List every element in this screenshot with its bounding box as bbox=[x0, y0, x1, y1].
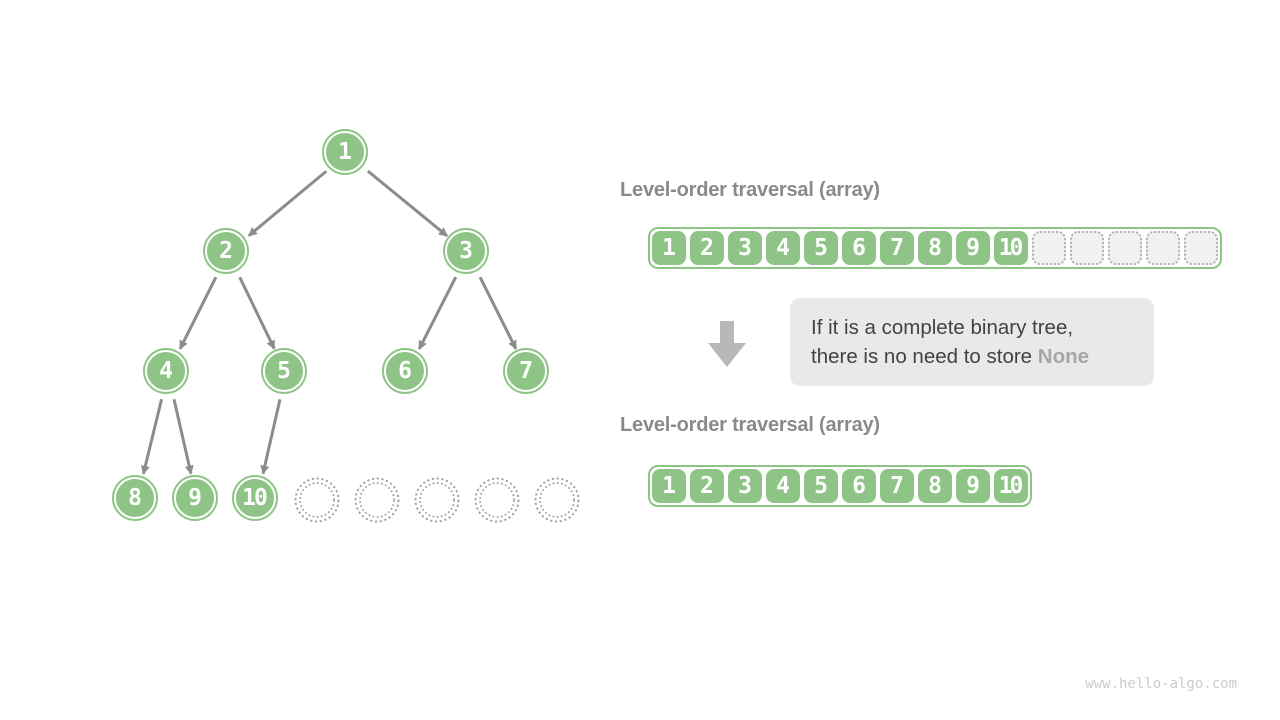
tree-edge bbox=[140, 398, 164, 475]
array-cell: 10 bbox=[994, 231, 1028, 265]
array-cell: 5 bbox=[804, 231, 838, 265]
tree-edge bbox=[178, 276, 218, 350]
note-box: If it is a complete binary tree, there i… bbox=[790, 298, 1154, 386]
tree-node: 9 bbox=[172, 475, 218, 521]
array-cell: 6 bbox=[842, 469, 876, 503]
tree-empty-nodes bbox=[294, 477, 580, 523]
tree-empty-node bbox=[414, 477, 460, 523]
tree-edge bbox=[260, 398, 282, 475]
array-cell: 2 bbox=[690, 231, 724, 265]
array-cell: 3 bbox=[728, 231, 762, 265]
array-cell: 8 bbox=[918, 469, 952, 503]
array-cell: 8 bbox=[918, 231, 952, 265]
tree-edge bbox=[238, 276, 276, 350]
tree-empty-node bbox=[354, 477, 400, 523]
tree-empty-node bbox=[299, 482, 335, 518]
array-cell: 2 bbox=[690, 469, 724, 503]
tree-node: 3 bbox=[443, 228, 489, 274]
tree-empty-node bbox=[294, 477, 340, 523]
array-cell: 7 bbox=[880, 231, 914, 265]
array-cell: 5 bbox=[804, 469, 838, 503]
tree-edges bbox=[140, 169, 518, 475]
array-cell: 1 bbox=[652, 469, 686, 503]
tree-node: 8 bbox=[112, 475, 158, 521]
tree-edge bbox=[478, 276, 518, 350]
array-cell: 4 bbox=[766, 469, 800, 503]
tree-empty-node bbox=[479, 482, 515, 518]
array-empty-cell bbox=[1184, 231, 1218, 265]
tree-edge bbox=[417, 276, 458, 350]
array-empty-cell bbox=[1108, 231, 1142, 265]
watermark: www.hello-algo.com bbox=[1085, 676, 1237, 692]
array-cell: 10 bbox=[994, 469, 1028, 503]
tree-node: 2 bbox=[203, 228, 249, 274]
note-line2-prefix: there is no need to store bbox=[811, 345, 1038, 368]
tree-node: 1 bbox=[322, 129, 368, 175]
tree-empty-node bbox=[419, 482, 455, 518]
tree-empty-node bbox=[359, 482, 395, 518]
note-line1: If it is a complete binary tree, bbox=[811, 316, 1074, 339]
tree-node: 4 bbox=[143, 348, 189, 394]
tree-node: 7 bbox=[503, 348, 549, 394]
tree-empty-node bbox=[539, 482, 575, 518]
array-empty-cell bbox=[1146, 231, 1180, 265]
note-none-highlight: None bbox=[1037, 345, 1090, 368]
bottom-array-heading: Level-order traversal (array) bbox=[620, 414, 880, 436]
down-arrow-icon bbox=[708, 321, 746, 367]
tree-empty-node bbox=[474, 477, 520, 523]
array-cell: 1 bbox=[652, 231, 686, 265]
array-empty-cell bbox=[1070, 231, 1104, 265]
top-array-heading: Level-order traversal (array) bbox=[620, 179, 880, 201]
array-cell: 4 bbox=[766, 231, 800, 265]
array-empty-cell bbox=[1032, 231, 1066, 265]
array-cell: 3 bbox=[728, 469, 762, 503]
note-line2: there is no need to store None bbox=[811, 342, 1154, 371]
tree-node: 10 bbox=[232, 475, 278, 521]
array-cell: 7 bbox=[880, 469, 914, 503]
tree-edge bbox=[172, 398, 194, 475]
array-cell: 6 bbox=[842, 231, 876, 265]
array-cell: 9 bbox=[956, 231, 990, 265]
tree-node: 5 bbox=[261, 348, 307, 394]
tree-edge bbox=[247, 170, 328, 237]
tree-edge bbox=[366, 169, 449, 238]
tree-node: 6 bbox=[382, 348, 428, 394]
array-cell: 9 bbox=[956, 469, 990, 503]
tree-empty-node bbox=[534, 477, 580, 523]
